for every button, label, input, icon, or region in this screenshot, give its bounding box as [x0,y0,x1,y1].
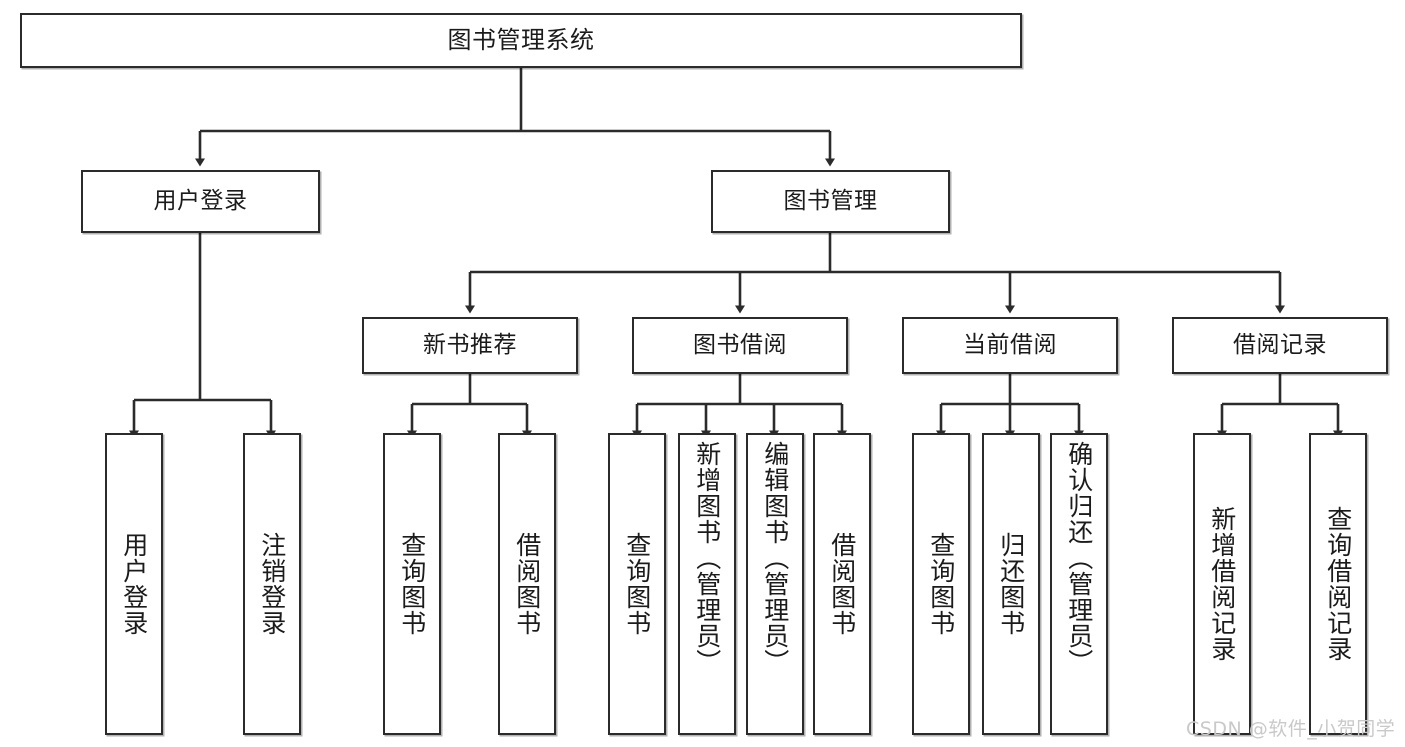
node-current-borrow-label: 当前借阅 [963,331,1057,358]
node-leaf-borrow-book-2-label: 借阅图书 [827,532,857,636]
node-leaf-query-book-2-label: 查询图书 [622,532,652,636]
node-user-login-label: 用户登录 [153,187,248,214]
node-leaf-logout[interactable]: 注销登录 [243,433,301,735]
node-leaf-add-book-label: 新增图书（管理员） [692,441,722,675]
node-leaf-edit-book[interactable]: 编辑图书（管理员） [746,433,804,735]
node-leaf-query-book-2[interactable]: 查询图书 [608,433,666,735]
node-leaf-confirm-return-label: 确认归还（管理员） [1064,441,1094,675]
node-book-manage[interactable]: 图书管理 [711,170,950,233]
node-leaf-return-book[interactable]: 归还图书 [982,433,1040,735]
node-book-manage-label: 图书管理 [783,187,878,214]
node-leaf-add-book[interactable]: 新增图书（管理员） [678,433,736,735]
node-new-book-recommend[interactable]: 新书推荐 [362,317,578,374]
node-leaf-logout-label: 注销登录 [257,532,287,636]
node-leaf-edit-book-label: 编辑图书（管理员） [760,441,790,675]
node-root-system-label: 图书管理系统 [447,26,595,55]
node-book-borrow[interactable]: 图书借阅 [632,317,848,374]
node-leaf-add-record-label: 新增借阅记录 [1207,506,1237,662]
node-leaf-query-book-3-label: 查询图书 [926,532,956,636]
node-leaf-query-book-3[interactable]: 查询图书 [912,433,970,735]
node-leaf-add-record[interactable]: 新增借阅记录 [1193,433,1251,735]
node-borrow-record[interactable]: 借阅记录 [1172,317,1388,374]
node-leaf-query-book-1[interactable]: 查询图书 [383,433,441,735]
node-book-borrow-label: 图书借阅 [693,331,787,358]
node-leaf-query-record[interactable]: 查询借阅记录 [1309,433,1367,735]
node-leaf-return-book-label: 归还图书 [996,532,1026,636]
node-leaf-query-book-1-label: 查询图书 [397,532,427,636]
node-leaf-borrow-book-1[interactable]: 借阅图书 [498,433,556,735]
node-current-borrow[interactable]: 当前借阅 [902,317,1118,374]
node-leaf-user-login[interactable]: 用户登录 [105,433,163,735]
node-root-system[interactable]: 图书管理系统 [20,13,1022,68]
node-borrow-record-label: 借阅记录 [1233,331,1327,358]
node-user-login[interactable]: 用户登录 [81,170,320,233]
node-leaf-borrow-book-2[interactable]: 借阅图书 [813,433,871,735]
node-leaf-user-login-label: 用户登录 [119,532,149,636]
node-new-book-recommend-label: 新书推荐 [423,331,517,358]
node-leaf-confirm-return[interactable]: 确认归还（管理员） [1050,433,1108,735]
node-leaf-query-record-label: 查询借阅记录 [1323,506,1353,662]
node-leaf-borrow-book-1-label: 借阅图书 [512,532,542,636]
